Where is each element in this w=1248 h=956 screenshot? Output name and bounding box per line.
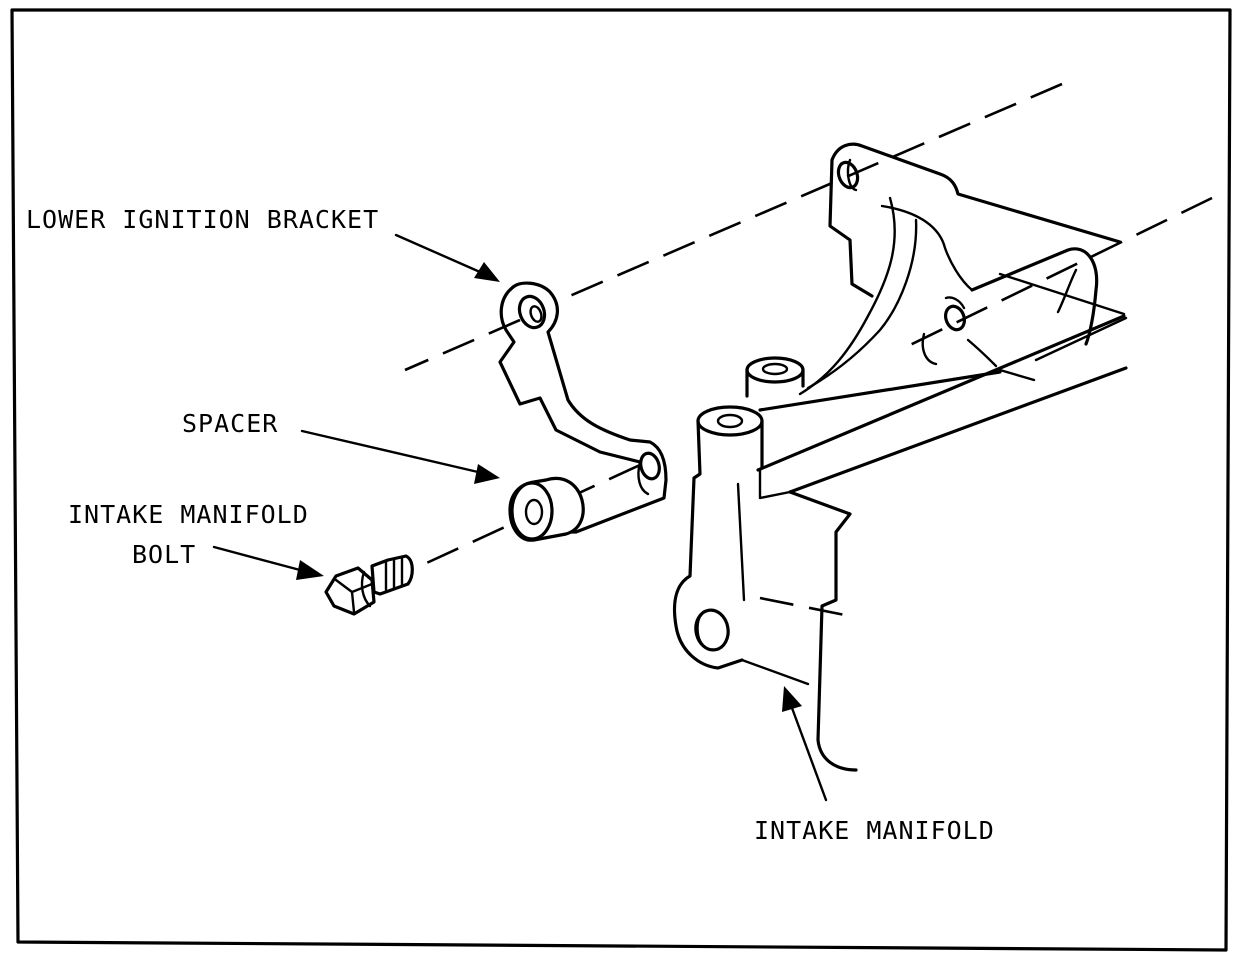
- border: [10, 8, 1232, 952]
- intake-manifold-bolt-part: [324, 554, 414, 616]
- assembly-lines: [404, 82, 1213, 619]
- label-intake-manifold-bolt-line2: BOLT: [132, 540, 196, 569]
- leader-arrows: [212, 233, 828, 802]
- intake-manifold-part: [672, 142, 1128, 772]
- spacer-part: [508, 476, 585, 542]
- label-lower-ignition-bracket: LOWER IGNITION BRACKET: [26, 205, 379, 234]
- lower-ignition-bracket-part: [498, 281, 668, 534]
- label-intake-manifold-bolt-line1: INTAKE MANIFOLD: [68, 500, 309, 529]
- label-intake-manifold: INTAKE MANIFOLD: [754, 816, 995, 845]
- label-spacer: SPACER: [182, 409, 278, 438]
